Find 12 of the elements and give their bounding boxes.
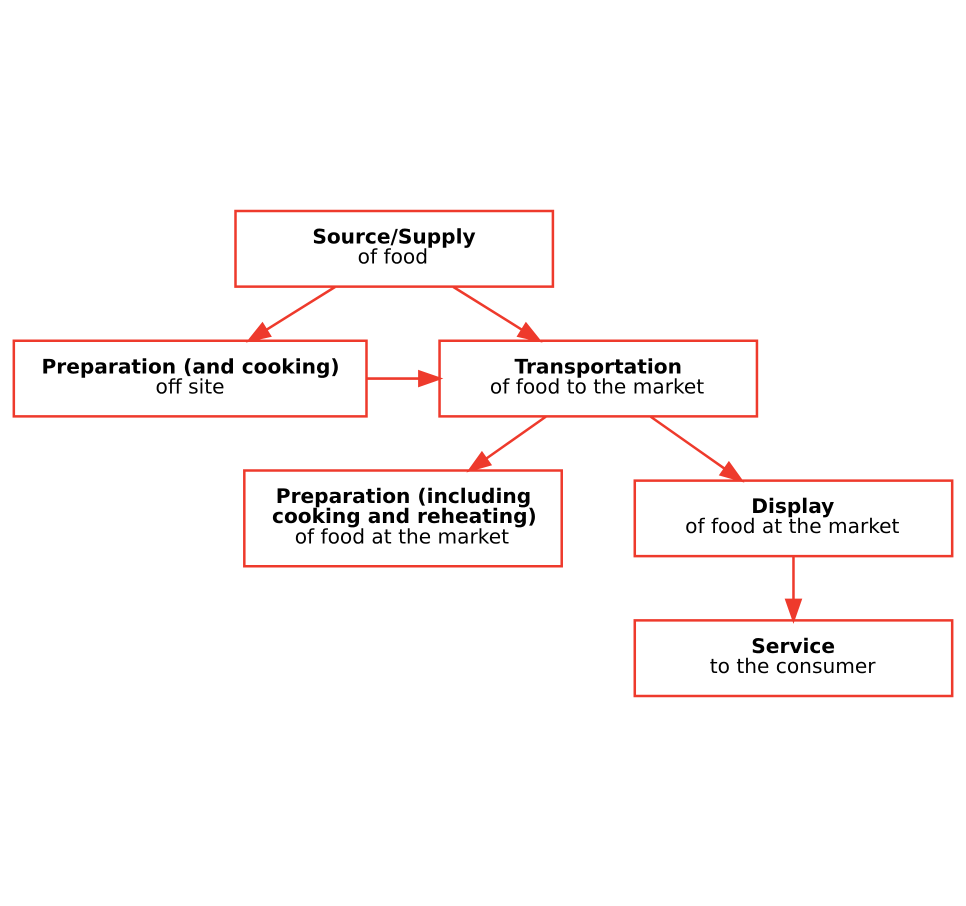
node-box: Preparation (including cooking and reheating) of food at the market <box>243 468 563 567</box>
arrow <box>246 285 336 342</box>
arrow <box>452 285 543 342</box>
node-box: Service to the consumer <box>634 618 954 697</box>
node-box: Source/Supply of food <box>234 209 554 288</box>
arrow <box>650 415 744 482</box>
node-box: Display of food at the market <box>634 478 954 557</box>
node-box: Transportation of food to the market <box>438 339 758 418</box>
arrow <box>466 415 547 472</box>
arrow <box>784 556 802 624</box>
arrow <box>366 369 444 387</box>
node-box: Preparation (and cooking) off site <box>12 339 368 418</box>
